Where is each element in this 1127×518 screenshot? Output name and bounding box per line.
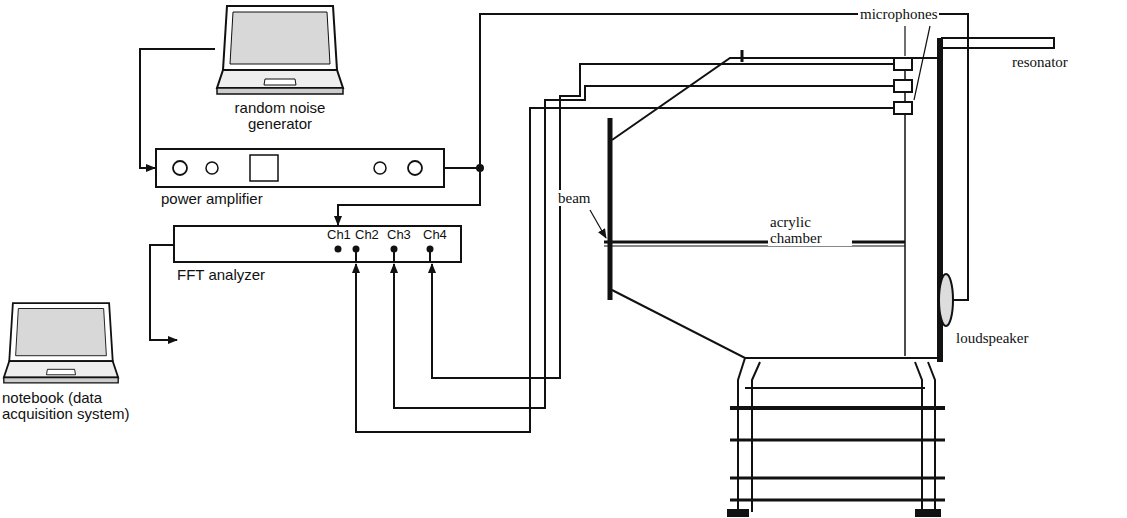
instrument-box: Ch1 Ch2 Ch3 Ch4FFT analyzer — [173, 225, 462, 283]
stand-leg — [738, 358, 745, 512]
laptop-node: random noise generator — [215, 4, 345, 132]
part-label: microphones — [858, 6, 939, 22]
mic-cable — [356, 108, 894, 432]
device-label: random noise generator — [215, 100, 345, 132]
channel-label: Ch4 — [423, 228, 447, 242]
channel-label: Ch2 — [355, 228, 379, 242]
laptop-icon — [215, 4, 345, 96]
amplifier-knobs — [157, 150, 443, 186]
device-label: power amplifier — [161, 191, 445, 207]
amplifier-box — [155, 148, 445, 188]
channel-inputs — [175, 227, 460, 261]
channel-label: Ch1 — [327, 228, 351, 242]
instrument-box: power amplifier — [155, 148, 445, 207]
device-label: FFT analyzer — [177, 267, 462, 283]
part-label: resonator — [1010, 54, 1070, 70]
front-plate — [608, 118, 613, 300]
chamber-bottom — [612, 290, 938, 358]
signal-cable — [338, 168, 480, 225]
beam-rod — [604, 241, 905, 244]
microphone — [894, 102, 912, 114]
resonator-tube — [942, 38, 1054, 48]
laptop-icon — [2, 300, 120, 386]
part-label: beam — [556, 190, 592, 206]
stand-leg — [928, 362, 935, 512]
device-label: notebook (data acquisition system) — [2, 390, 177, 422]
leader-line — [590, 210, 606, 238]
microphone — [894, 80, 912, 92]
mic-cable — [432, 64, 894, 378]
part-label: loudspeaker — [954, 330, 1030, 346]
part-label: acrylic chamber — [768, 214, 852, 246]
signal-cable — [140, 49, 215, 168]
channel-label: Ch3 — [387, 228, 411, 242]
loudspeaker-cone — [939, 274, 953, 326]
microphone — [894, 58, 912, 70]
mic-cable — [394, 86, 894, 408]
speaker-wire — [480, 14, 968, 300]
laptop-node: notebook (data acquisition system) — [2, 300, 177, 422]
chamber-top — [612, 58, 938, 140]
analyzer-box: Ch1 Ch2 Ch3 Ch4 — [173, 225, 462, 263]
